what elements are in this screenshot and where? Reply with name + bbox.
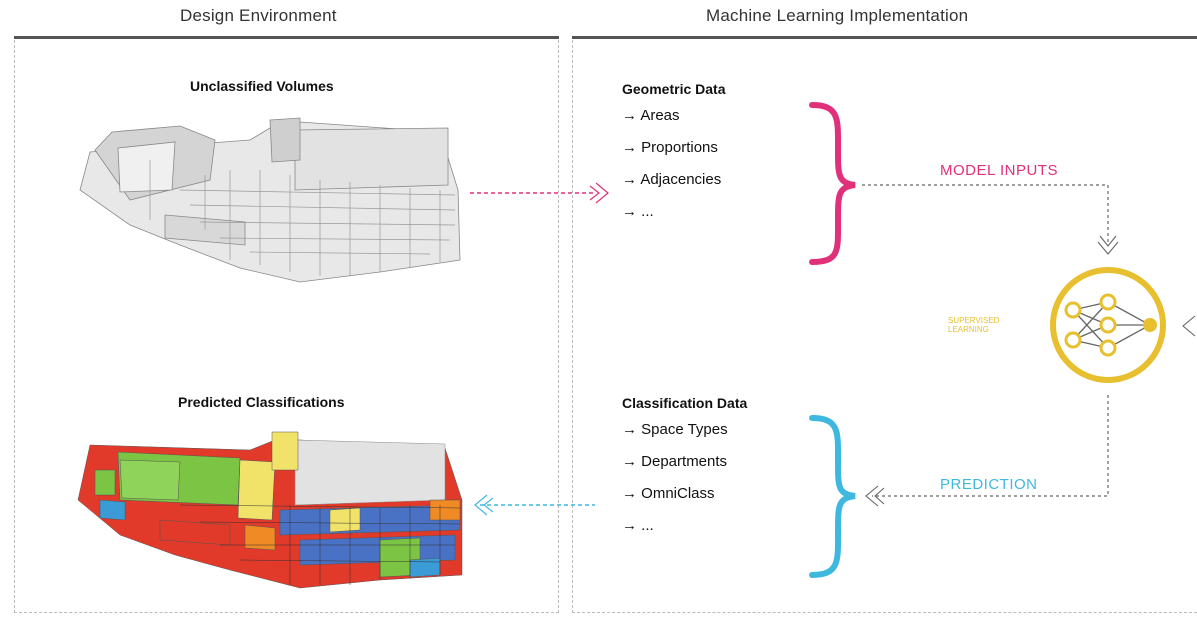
right-header-rule (572, 36, 1197, 39)
model-inputs-connector (862, 184, 1109, 245)
list-item: → ... (622, 517, 654, 534)
supervised-label-line-1: SUPERVISED (948, 316, 1000, 325)
list-item: → ... (622, 203, 654, 220)
geometric-brace (809, 102, 856, 265)
geometric-data-title: Geometric Data (622, 81, 726, 97)
supervised-learning-label: SUPERVISED LEARNING (948, 316, 999, 334)
left-header-rule (14, 36, 559, 39)
prediction-label: PREDICTION (940, 476, 1038, 493)
design-environment-header: Design Environment (180, 6, 337, 25)
neural-network-icon (1050, 267, 1166, 383)
ml-implementation-header: Machine Learning Implementation (706, 6, 969, 25)
list-item: → OmniClass (622, 485, 715, 502)
list-item: → Space Types (622, 421, 728, 438)
ml-implementation-panel (572, 40, 1197, 613)
unclassified-volumes-title: Unclassified Volumes (190, 78, 334, 94)
predicted-classifications-model (77, 431, 463, 589)
classification-brace (809, 415, 856, 578)
list-item: → Proportions (622, 139, 718, 156)
geometric-data-list: Geometric Data → Areas → Proportions → A… (622, 78, 725, 228)
list-item: → Adjacencies (622, 171, 722, 188)
chevron-arrow-icon (1097, 235, 1119, 255)
list-item: → Departments (622, 453, 728, 470)
chevron-arrow-icon (474, 494, 494, 516)
classification-data-list: Classification Data → Space Types → Depa… (622, 392, 747, 542)
design-environment-panel (14, 40, 559, 613)
prediction-connector (872, 395, 1109, 497)
unclassified-volumes-model (79, 117, 461, 283)
chevron-arrow-icon (589, 182, 609, 204)
supervised-label-line-2: LEARNING (948, 325, 989, 334)
classification-data-title: Classification Data (622, 395, 748, 411)
chevron-arrow-icon (1182, 315, 1196, 337)
predicted-classifications-title: Predicted Classifications (178, 394, 345, 410)
model-inputs-label: MODEL INPUTS (940, 162, 1058, 179)
list-item: → Areas (622, 107, 680, 124)
chevron-arrow-icon (865, 485, 885, 507)
